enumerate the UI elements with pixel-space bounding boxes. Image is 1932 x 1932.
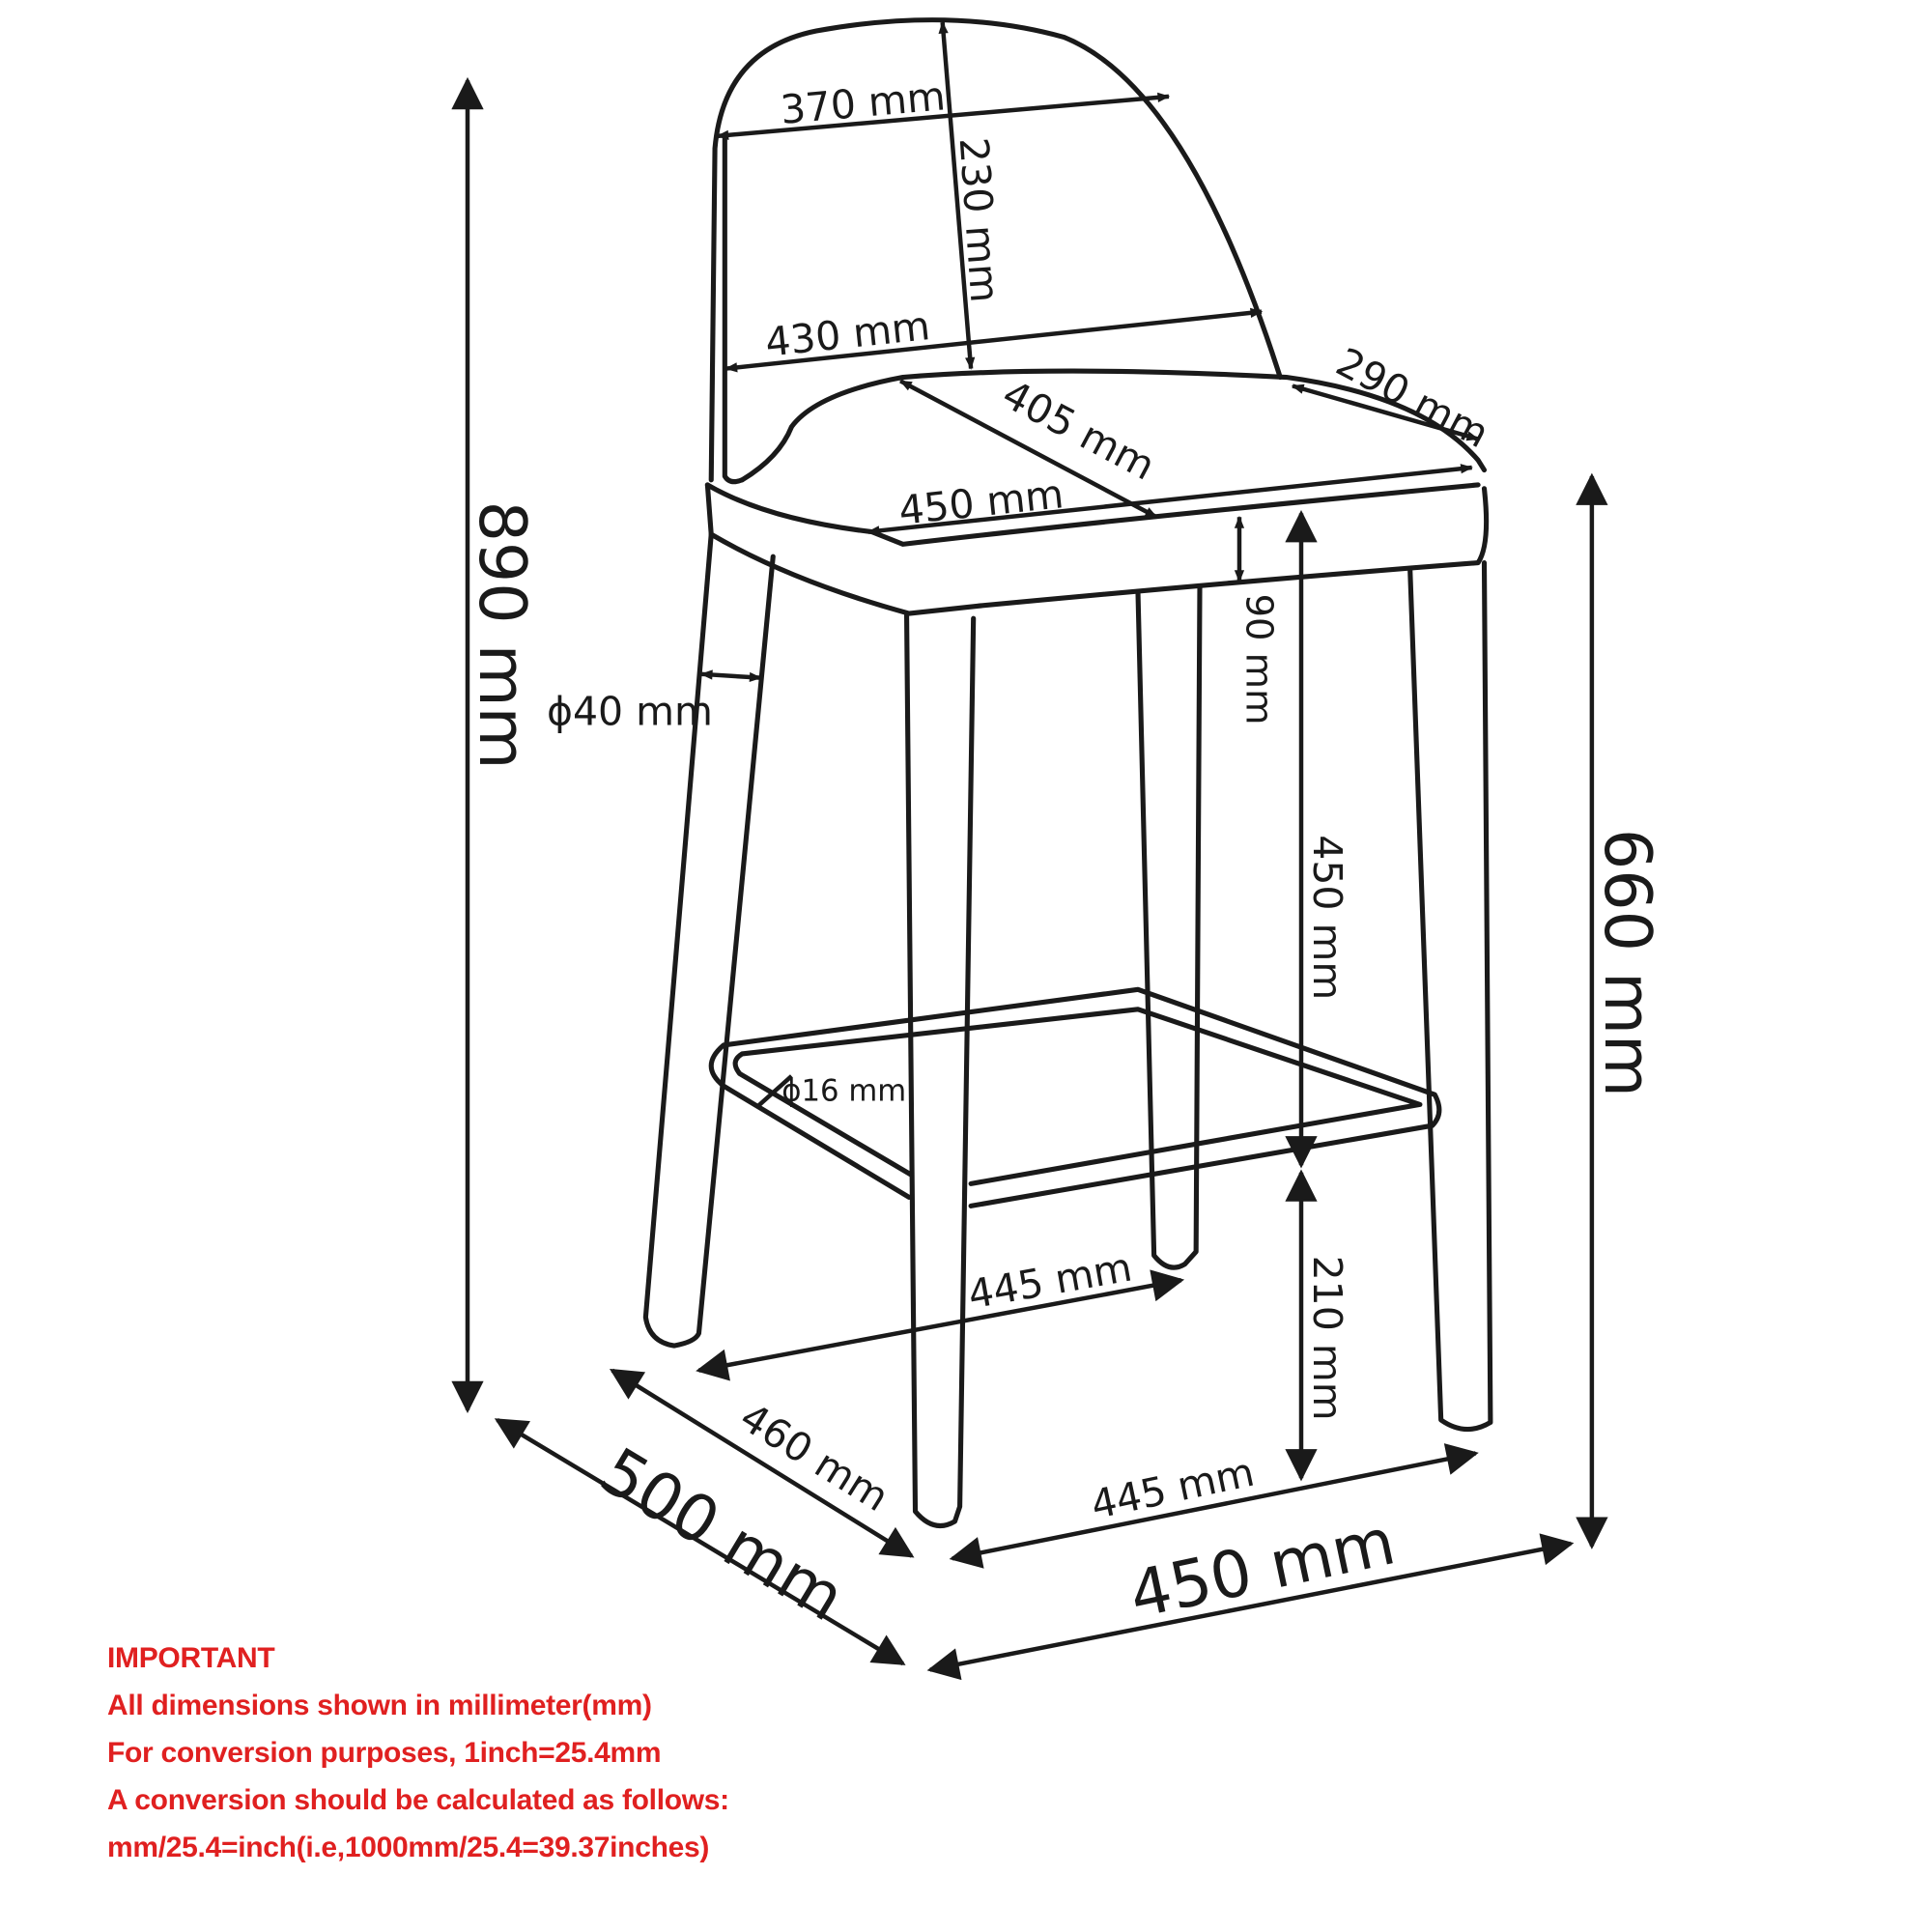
seat-front-edge (704, 482, 1481, 547)
label-seat-width: 450 mm (896, 470, 1065, 534)
leg-front-left (903, 611, 977, 1529)
label-overall-width: 450 mm (1123, 1503, 1402, 1633)
label-leg-span-side: 460 mm (732, 1394, 896, 1520)
backrest (708, 17, 1283, 483)
chair-drawing (642, 17, 1493, 1529)
label-back-height: 230 mm (951, 136, 1009, 304)
footrest-inner (732, 1007, 1423, 1186)
note-title: IMPORTANT (107, 1642, 275, 1674)
note-line-2: For conversion purposes, 1inch=25.4mm (107, 1737, 662, 1769)
note-line-4: mm/25.4=inch(i.e,1000mm/25.4=39.37inches… (107, 1832, 710, 1863)
label-back-bottom-width: 430 mm (763, 302, 932, 366)
seat-shell (704, 482, 1490, 616)
leg-front-right (1407, 560, 1493, 1433)
note-line-3: A conversion should be calculated as fol… (107, 1784, 729, 1816)
note-line-1: All dimensions shown in millimeter(mm) (107, 1690, 652, 1721)
label-footrest-height: 210 mm (1304, 1256, 1350, 1421)
leg-back-left (642, 531, 776, 1349)
footrest-outer (708, 986, 1442, 1208)
label-leg-span-back: 445 mm (965, 1244, 1136, 1319)
label-back-top-width: 370 mm (779, 72, 948, 133)
leg-back-right (1135, 584, 1203, 1270)
label-seat-thickness: 90 mm (1237, 594, 1281, 725)
label-seat-diagonal: 405 mm (995, 371, 1163, 490)
backrest-inner-edge (722, 133, 745, 485)
dimension-lines (451, 20, 1608, 1681)
label-leg-diameter: ϕ40 mm (547, 688, 713, 734)
label-footrest-tube: ϕ16 mm (781, 1074, 906, 1109)
label-seat-depth-top: 290 mm (1329, 339, 1497, 458)
label-seat-height: 660 mm (1590, 829, 1665, 1097)
label-seat-above-footrest: 450 mm (1304, 835, 1350, 1000)
label-total-height: 890 mm (465, 501, 540, 770)
